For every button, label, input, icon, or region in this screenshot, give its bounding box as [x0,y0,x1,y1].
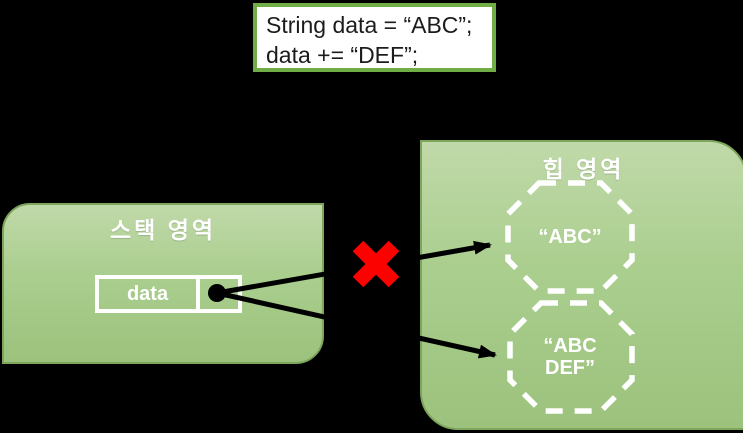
code-line-2: data += “DEF”; [266,42,419,68]
heap-object-abcdef-line2: DEF” [545,357,595,379]
stack-region-label: 스택 영역 [109,217,217,243]
heap-region: 힙 영역 [420,140,743,430]
new-reference-arrow [216,290,497,359]
variable-name-cell: data [99,279,200,309]
heap-region-label: 힙 영역 [542,156,625,182]
invalid-reference-cross-icon [352,240,400,288]
code-line-1: String data = “ABC”; [266,12,473,38]
heap-object-abcdef-line1: “ABC [543,335,597,357]
heap-object-abc-value: “ABC” [538,226,602,248]
heap-object-abcdef-value: “ABC DEF” [508,335,632,379]
variable-box: data [95,275,242,313]
pointer-dot-icon [208,284,226,302]
heap-object-abcdef-outline [507,300,635,414]
old-reference-arrow [216,240,492,296]
heap-object-abc-outline [505,180,635,294]
code-snippet-box: String data = “ABC”; data += “DEF”; [253,3,496,72]
